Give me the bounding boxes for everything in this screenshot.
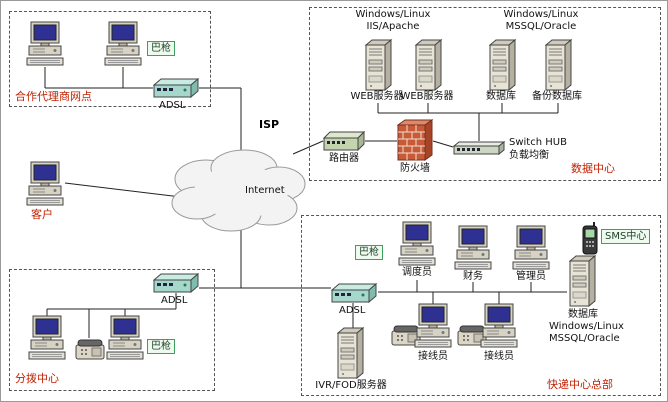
hq-adsl-label: ADSL bbox=[339, 305, 366, 316]
hq-group-box bbox=[301, 215, 661, 396]
operator-2-pc-icon bbox=[479, 303, 519, 349]
firewall-icon bbox=[397, 119, 433, 161]
dispatch-fax-phone-icon bbox=[75, 337, 105, 361]
internet-label: Internet bbox=[245, 185, 285, 196]
dispatch-group-title: 分拨中心 bbox=[15, 372, 59, 385]
web-server-1-icon bbox=[363, 39, 393, 91]
datacenter-db-stack-label: MSSQL/Oracle bbox=[505, 21, 577, 32]
dispatcher-pc-icon bbox=[397, 221, 437, 267]
hq-group-title: 快递中心总部 bbox=[547, 378, 613, 391]
web-server-2-icon bbox=[413, 39, 443, 91]
datacenter-web-stack-label: IIS/Apache bbox=[366, 21, 420, 32]
web-server-1-label: WEB服务器 bbox=[350, 91, 404, 102]
agent-pc-2-icon bbox=[103, 21, 143, 67]
hq-bagun-tag: 巴枪 bbox=[355, 245, 383, 260]
sms-cellphone-icon bbox=[581, 221, 599, 255]
dispatch-bagun-tag: 巴枪 bbox=[147, 339, 175, 354]
admin-label: 管理员 bbox=[516, 271, 546, 282]
ivr-fod-server-icon bbox=[335, 327, 365, 379]
database-server-icon bbox=[487, 39, 517, 91]
dispatch-adsl-label: ADSL bbox=[161, 295, 188, 306]
hq-database-label: 数据库 bbox=[568, 309, 598, 320]
internet-cloud-shape bbox=[171, 149, 306, 232]
database-server-label: 数据库 bbox=[486, 91, 516, 102]
web-server-2-label: WEB服务器 bbox=[400, 91, 454, 102]
datacenter-web-os-label: Windows/Linux bbox=[355, 9, 431, 20]
dispatcher-label: 调度员 bbox=[402, 267, 432, 278]
agent-pc-1-icon bbox=[25, 21, 65, 67]
agent-adsl-modem-icon bbox=[153, 78, 199, 98]
agent-bagun-tag: 巴枪 bbox=[147, 41, 175, 56]
sms-center-tag: SMS中心 bbox=[601, 229, 651, 244]
load-balance-label: 负载均衡 bbox=[509, 150, 549, 161]
admin-pc-icon bbox=[511, 225, 551, 271]
router-icon bbox=[323, 131, 365, 151]
customer-pc-icon bbox=[25, 161, 65, 207]
ivr-fod-server-label: IVR/FOD服务器 bbox=[315, 380, 387, 391]
hq-database-server-icon bbox=[567, 255, 597, 307]
dispatch-group-box bbox=[9, 269, 215, 391]
hq-adsl-modem-icon bbox=[331, 283, 377, 303]
datacenter-db-os-label: Windows/Linux bbox=[503, 9, 579, 20]
operator-1-label: 接线员 bbox=[418, 351, 448, 362]
agent-group-box bbox=[9, 11, 211, 107]
agent-group-title: 合作代理商网点 bbox=[15, 90, 92, 103]
datacenter-group-box bbox=[309, 7, 661, 181]
switch-hub-icon bbox=[453, 141, 505, 155]
finance-pc-icon bbox=[453, 225, 493, 271]
datacenter-group-title: 数据中心 bbox=[571, 162, 615, 175]
operator-1-pc-icon bbox=[413, 303, 453, 349]
dispatch-pc-2-icon bbox=[105, 315, 145, 361]
hq-db-os-label: Windows/Linux bbox=[549, 321, 624, 332]
finance-label: 财务 bbox=[463, 271, 483, 282]
agent-adsl-label: ADSL bbox=[159, 100, 186, 111]
isp-label: ISP bbox=[259, 118, 280, 131]
hq-db-stack-label: MSSQL/Oracle bbox=[549, 333, 620, 344]
firewall-label: 防火墙 bbox=[400, 163, 430, 174]
backup-database-server-icon bbox=[543, 39, 573, 91]
switch-hub-label: Switch HUB bbox=[509, 137, 567, 148]
backup-database-label: 备份数据库 bbox=[532, 91, 582, 102]
customer-label: 客户 bbox=[31, 208, 53, 221]
dispatch-pc-1-icon bbox=[27, 315, 67, 361]
dispatch-adsl-modem-icon bbox=[153, 273, 199, 293]
operator-2-label: 接线员 bbox=[484, 351, 514, 362]
router-label: 路由器 bbox=[329, 153, 359, 164]
